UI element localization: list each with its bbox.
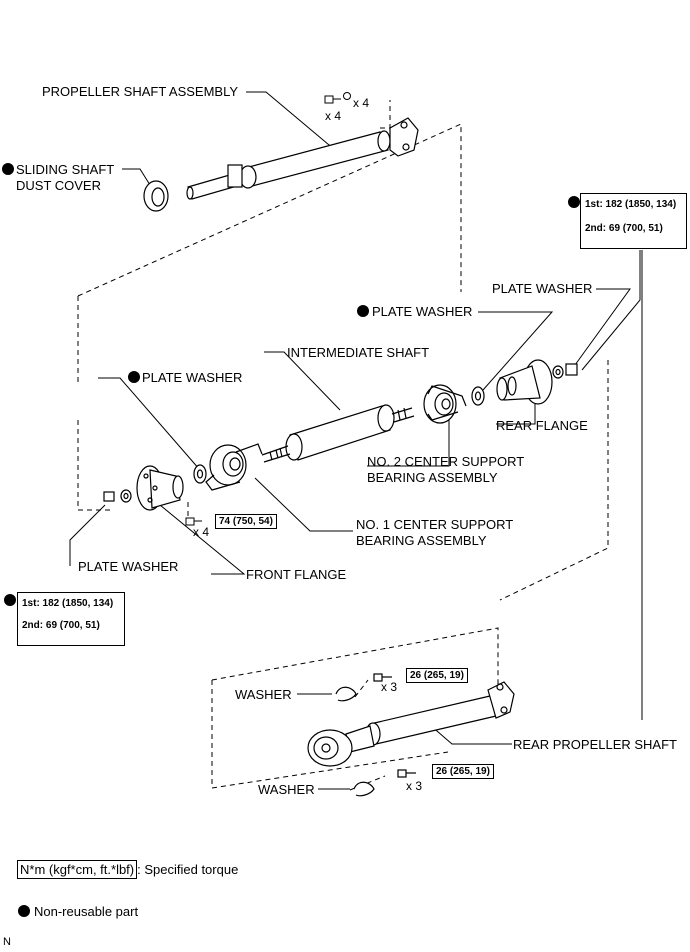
rear-propeller-shaft bbox=[307, 681, 515, 767]
intermediate-shaft bbox=[261, 404, 415, 463]
label-sliding-shaft: SLIDING SHAFT bbox=[16, 162, 115, 177]
label-plate-washer-rear: PLATE WASHER bbox=[492, 281, 593, 296]
rear-nut-washer bbox=[552, 363, 578, 379]
label-no1-line1: NO. 1 CENTER SUPPORT bbox=[356, 517, 514, 532]
label-rear-flange: REAR FLANGE bbox=[496, 418, 588, 433]
label-plate-washer-front: PLATE WASHER bbox=[78, 559, 179, 574]
front-flange bbox=[136, 465, 184, 511]
no2-center-support-bearing bbox=[423, 384, 467, 424]
torque-1st: 1st: 182 (1850, 134) bbox=[585, 199, 677, 210]
legend-non-reusable: Non-reusable part bbox=[34, 904, 139, 919]
leader-lines bbox=[69, 91, 643, 790]
label-no1-line2: BEARING ASSEMBLY bbox=[356, 533, 487, 548]
bolt-set-top bbox=[324, 92, 351, 104]
dashed-outline-upper bbox=[77, 123, 462, 385]
torque-rear-lower: 26 (265, 19) bbox=[432, 764, 494, 779]
legend-non-reusable-icon bbox=[18, 905, 30, 917]
label-washer-lower: WASHER bbox=[258, 782, 315, 797]
torque-box-front-flange: 1st: 182 (1850, 134) 2nd: 69 (700, 51) bbox=[17, 592, 125, 646]
sliding-shaft-dust-cover bbox=[143, 180, 169, 212]
qty-x3-upper: x 3 bbox=[381, 680, 398, 694]
corner-mark: N bbox=[3, 936, 11, 948]
label-no2-line2: BEARING ASSEMBLY bbox=[367, 470, 498, 485]
propeller-shaft-assembly bbox=[186, 117, 419, 200]
no1-center-support-bearing bbox=[205, 443, 263, 491]
plate-washer-right bbox=[471, 386, 485, 406]
rear-washers-bolts bbox=[335, 673, 416, 797]
legend-torque: N*m (kgf*cm, ft.*lbf): Specified torque bbox=[17, 860, 239, 879]
non-reusable-marker bbox=[357, 305, 369, 317]
qty-x3-lower: x 3 bbox=[406, 779, 423, 793]
label-plate-washer-no1: PLATE WASHER bbox=[142, 370, 243, 385]
non-reusable-marker bbox=[568, 196, 580, 208]
qty-x4-washer: x 4 bbox=[353, 96, 370, 110]
legend-torque-desc: : Specified torque bbox=[137, 862, 239, 877]
label-no2-line1: NO. 2 CENTER SUPPORT bbox=[367, 454, 525, 469]
plate-washer-left bbox=[193, 464, 207, 484]
label-plate-washer-no2: PLATE WASHER bbox=[372, 304, 473, 319]
label-dust-cover: DUST COVER bbox=[16, 178, 101, 193]
legend-torque-unit: N*m (kgf*cm, ft.*lbf) bbox=[17, 860, 138, 879]
torque-2nd: 2nd: 69 (700, 51) bbox=[22, 620, 100, 631]
non-reusable-marker bbox=[2, 163, 14, 175]
non-reusable-marker bbox=[128, 371, 140, 383]
label-rear-propeller-shaft: REAR PROPELLER SHAFT bbox=[513, 737, 677, 752]
torque-2nd: 2nd: 69 (700, 51) bbox=[585, 223, 663, 234]
torque-box-rear-flange: 1st: 182 (1850, 134) 2nd: 69 (700, 51) bbox=[580, 193, 687, 249]
rear-flange bbox=[496, 359, 553, 405]
torque-center-support: 74 (750, 54) bbox=[215, 514, 277, 529]
front-nut-washer bbox=[103, 489, 132, 503]
qty-x4-bolt: x 4 bbox=[325, 109, 342, 123]
label-intermediate-shaft: INTERMEDIATE SHAFT bbox=[287, 345, 430, 360]
qty-x4-center: x 4 bbox=[193, 525, 210, 539]
torque-rear-upper: 26 (265, 19) bbox=[406, 668, 468, 683]
torque-1st: 1st: 182 (1850, 134) bbox=[22, 598, 114, 609]
label-washer-upper: WASHER bbox=[235, 687, 292, 702]
label-propeller-shaft-assembly: PROPELLER SHAFT ASSEMBLY bbox=[42, 84, 239, 99]
label-front-flange: FRONT FLANGE bbox=[246, 567, 347, 582]
bolt-center-support bbox=[185, 517, 202, 526]
non-reusable-marker bbox=[4, 594, 16, 606]
